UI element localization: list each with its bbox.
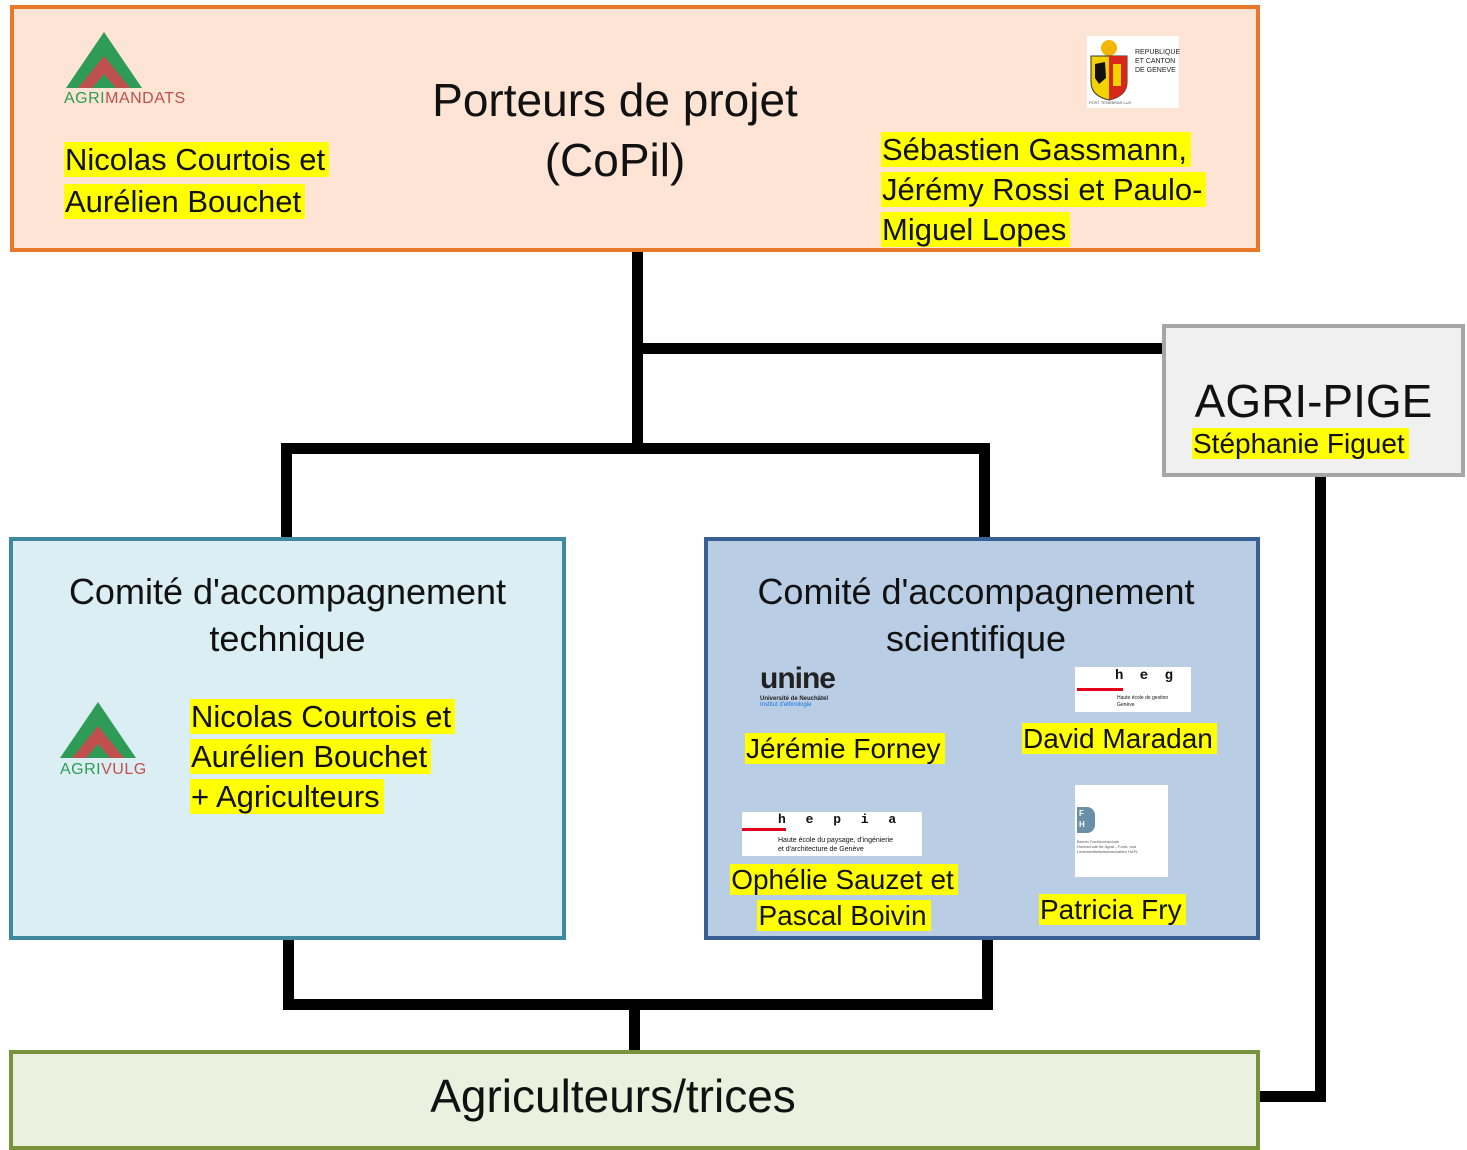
name-line: Nicolas Courtois et xyxy=(190,699,456,734)
hepia-logo: h e p i a Haute école du paysage, d'ingé… xyxy=(742,812,922,856)
geneve-logo: REPUBLIQUE ET CANTON DE GENEVE POST TENE… xyxy=(1087,36,1181,108)
technique-title: Comité d'accompagnement technique xyxy=(13,568,562,662)
person-fry-text: Patricia Fry xyxy=(1039,894,1186,925)
bfh-logo-letter-b: B xyxy=(1097,805,1098,806)
name-line: Nicolas Courtois et xyxy=(64,142,330,177)
bfh-logo-sub: Berner Fachhochschule xyxy=(1077,839,1120,844)
heg-logo-sub: Genève xyxy=(1117,702,1135,708)
agriculteurs-title: Agriculteurs/trices xyxy=(430,1070,796,1122)
name-line: Miguel Lopes xyxy=(881,212,1071,247)
technique-title-line1: Comité d'accompagnement xyxy=(68,571,507,612)
name-line: Pascal Boivin xyxy=(757,900,931,931)
name-line: Jérémy Rossi et Paulo- xyxy=(881,172,1207,207)
name-line: Aurélien Bouchet xyxy=(64,184,306,219)
scientifique-title-line1: Comité d'accompagnement xyxy=(757,571,1195,612)
person-fry: Patricia Fry xyxy=(1039,892,1186,928)
bfh-logo-letter: H xyxy=(1079,820,1085,829)
porteurs-right-names: Sébastien Gassmann, Jérémy Rossi et Paul… xyxy=(881,130,1207,250)
porteurs-title-line1: Porteurs de projet xyxy=(432,74,798,126)
agripige-name-text: Stéphanie Figuet xyxy=(1192,428,1409,459)
connector-to-technique xyxy=(281,443,292,540)
heg-logo: h e g Haute école de gestion Genève xyxy=(1075,667,1191,712)
bfh-logo: F H B Berner Fachhochschule Hochschule f… xyxy=(1075,785,1168,877)
geneve-logo-line: DE GENEVE xyxy=(1135,67,1176,74)
connector-scientifique-down xyxy=(982,938,993,1010)
name-line: Aurélien Bouchet xyxy=(190,739,432,774)
technique-title-line2: technique xyxy=(209,618,366,659)
geneve-logo-tagline: POST TENEBRAS LUX xyxy=(1089,100,1132,105)
name-line: + Agriculteurs xyxy=(190,779,384,814)
heg-logo-letters: h e g xyxy=(1115,668,1178,684)
porteurs-left-names: Nicolas Courtois et Aurélien Bouchet xyxy=(64,139,330,223)
bfh-logo-mark xyxy=(1077,807,1095,833)
agrimandats-logo-text: AGRIMANDATS xyxy=(64,90,186,107)
bfh-logo-sub: Lebensmittelwissenschaften HAFL xyxy=(1077,849,1139,854)
connector-split-horizontal xyxy=(281,443,990,454)
heg-logo-sub: Haute école de gestion xyxy=(1117,695,1169,701)
unine-logo-sub: Université de Neuchâtel xyxy=(760,696,829,702)
agripige-title: AGRI-PIGE xyxy=(1194,375,1433,427)
geneve-crest-icon xyxy=(1090,40,1128,101)
hepia-logo-sub: et d'architecture de Genève xyxy=(778,846,864,853)
hepia-logo-sub: Haute école du paysage, d'ingénierie xyxy=(778,837,893,844)
agripige-name: Stéphanie Figuet xyxy=(1192,427,1409,461)
technique-names: Nicolas Courtois et Aurélien Bouchet + A… xyxy=(190,697,456,817)
bfh-logo-letter: F xyxy=(1079,809,1084,818)
connector-agripige-down xyxy=(1315,476,1326,1102)
scientifique-title-line2: scientifique xyxy=(885,618,1067,659)
hepia-logo-letters: h e p i a xyxy=(778,812,903,827)
scientifique-title: Comité d'accompagnement scientifique xyxy=(708,568,1244,662)
porteurs-title: Porteurs de projet (CoPil) xyxy=(380,70,850,190)
agrivulg-logo-text: AGRIVULG xyxy=(60,761,147,778)
person-sauzet-boivin: Ophélie Sauzet et Pascal Boivin xyxy=(722,862,966,934)
geneve-logo-line: ET CANTON xyxy=(1135,58,1176,65)
person-maradan-text: David Maradan xyxy=(1022,723,1217,754)
connector-to-agripige xyxy=(632,343,1164,354)
connector-to-scientifique xyxy=(979,443,990,540)
porteurs-title-line2: (CoPil) xyxy=(544,134,686,186)
bfh-logo-sub: Hochschule für Agrar-, Forst- und xyxy=(1077,844,1137,849)
connector-to-agriculteurs xyxy=(629,999,640,1052)
agrimandats-logo-icon xyxy=(66,32,142,88)
connector-technique-down xyxy=(283,938,294,1010)
unine-logo-sub: Institut d'ethnologie xyxy=(760,702,812,708)
person-forney-text: Jérémie Forney xyxy=(745,733,945,764)
agrivulg-logo-icon xyxy=(60,702,136,758)
name-line: Ophélie Sauzet et xyxy=(730,864,958,895)
person-forney: Jérémie Forney xyxy=(745,731,945,767)
name-line: Sébastien Gassmann, xyxy=(881,132,1192,167)
unine-logo: unine Université de Neuchâtel Institut d… xyxy=(760,662,880,709)
unine-logo-word: unine xyxy=(760,662,836,695)
connector-agripige-to-agriculteurs xyxy=(1258,1091,1326,1102)
geneve-logo-line: REPUBLIQUE xyxy=(1135,49,1181,56)
person-maradan: David Maradan xyxy=(1022,721,1217,757)
